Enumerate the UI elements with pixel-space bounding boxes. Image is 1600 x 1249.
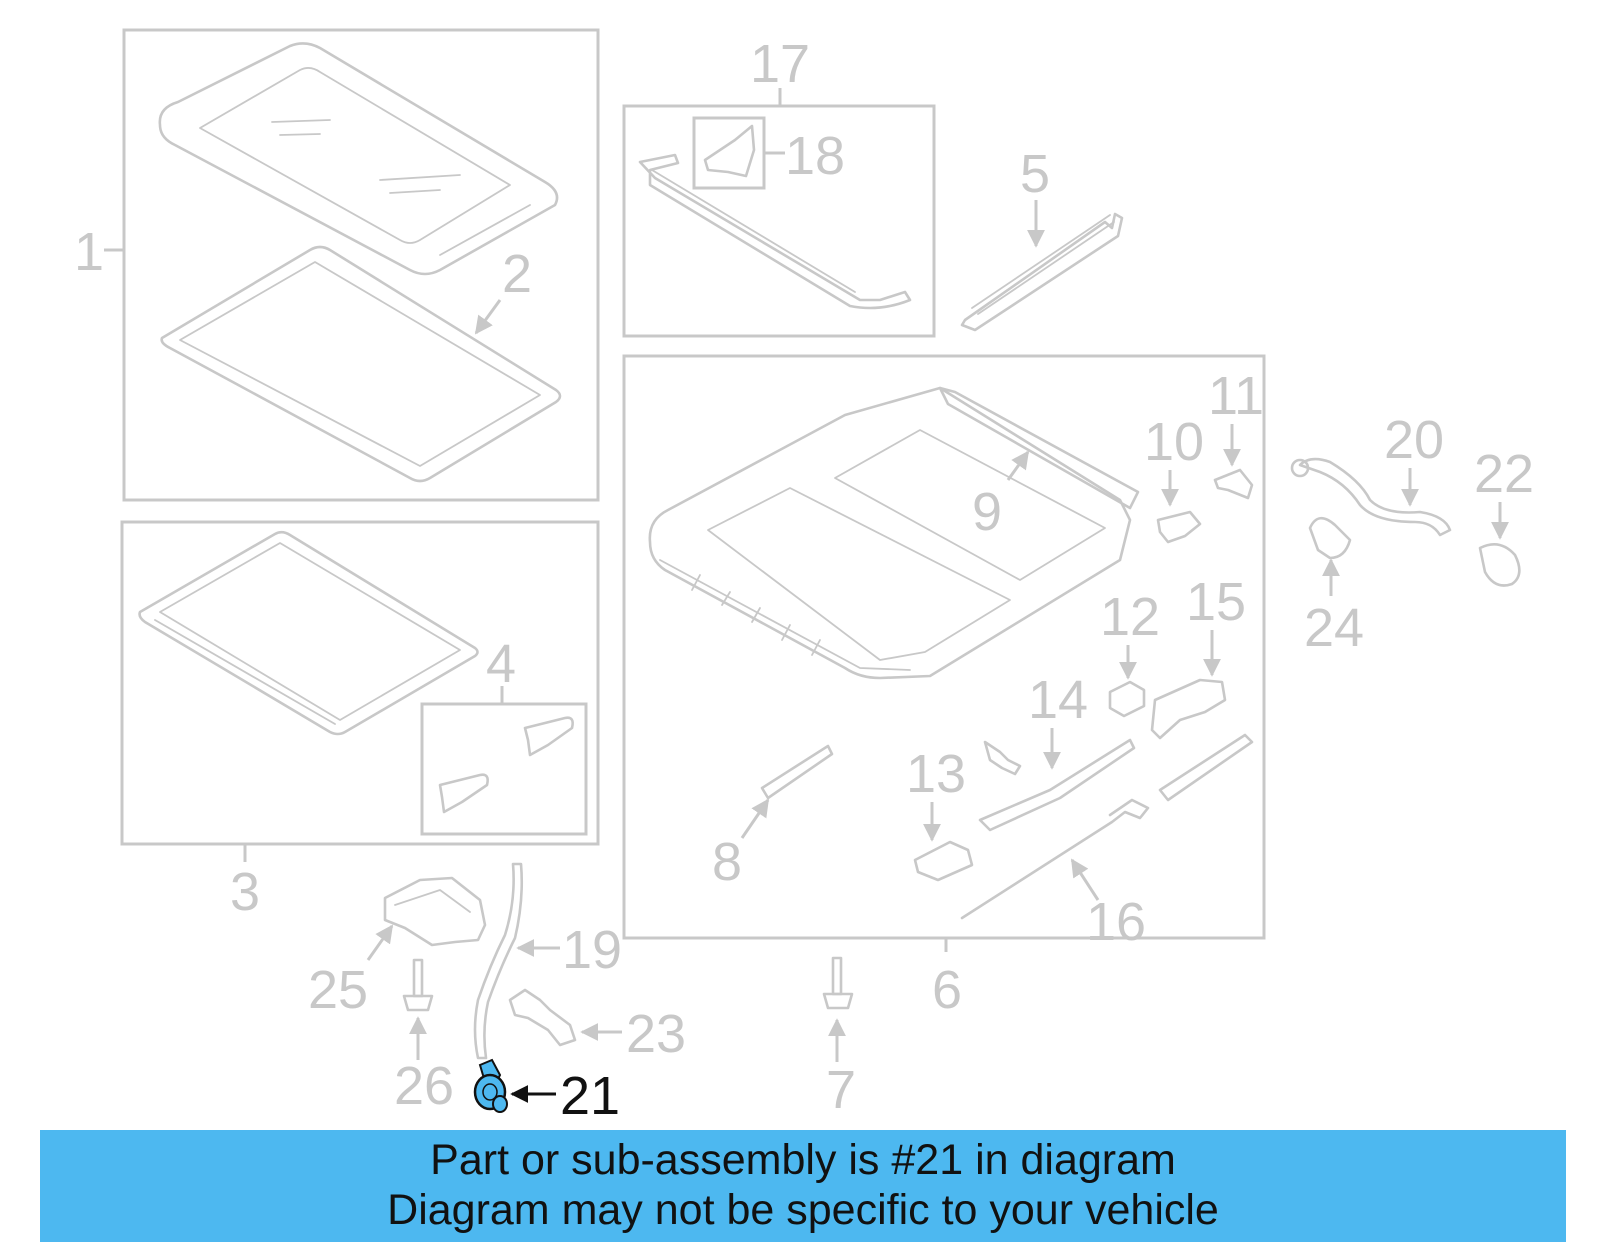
callout-24[interactable]: 24 <box>1304 598 1364 658</box>
callout-4[interactable]: 4 <box>486 634 516 694</box>
callout-22[interactable]: 22 <box>1474 444 1534 504</box>
highlighted-part-21[interactable] <box>473 1058 508 1113</box>
callout-19[interactable]: 19 <box>562 920 622 980</box>
glass-panel[interactable] <box>158 42 559 276</box>
callout-9[interactable]: 9 <box>972 482 1002 542</box>
callout-17[interactable]: 17 <box>750 34 810 94</box>
frame-bracket-15[interactable] <box>1150 678 1227 740</box>
bolt-7[interactable] <box>822 956 854 1010</box>
frame-block-12[interactable] <box>1108 680 1146 718</box>
drain-grommet-22[interactable] <box>1478 543 1521 587</box>
callout-25[interactable]: 25 <box>308 960 368 1020</box>
link-14[interactable] <box>978 738 1136 832</box>
callout-20[interactable]: 20 <box>1384 410 1444 470</box>
callout-26[interactable]: 26 <box>394 1056 454 1116</box>
callout-13[interactable]: 13 <box>906 744 966 804</box>
drain-tube-19[interactable] <box>473 862 524 1060</box>
group-box-3 <box>120 520 600 846</box>
callout-16[interactable]: 16 <box>1086 892 1146 952</box>
group-box-17 <box>622 104 936 338</box>
bolt-26[interactable] <box>402 958 434 1012</box>
callout-7[interactable]: 7 <box>826 1060 856 1120</box>
sunroof-frame[interactable] <box>648 386 1140 680</box>
callout-5[interactable]: 5 <box>1020 144 1050 204</box>
callout-14[interactable]: 14 <box>1028 670 1088 730</box>
hose-clip-24[interactable] <box>1308 516 1352 560</box>
banner-line-1: Part or sub-assembly is #21 in diagram <box>430 1136 1176 1184</box>
hose-bracket-23[interactable] <box>508 988 577 1047</box>
frame-clip-11[interactable] <box>1213 468 1254 500</box>
bolt-14[interactable] <box>983 740 1022 776</box>
info-banner: Part or sub-assembly is #21 in diagram D… <box>40 1130 1566 1242</box>
callout-11[interactable]: 11 <box>1208 366 1264 426</box>
deflector-clip[interactable] <box>703 124 756 178</box>
motor-25[interactable] <box>383 876 487 947</box>
callout-6[interactable]: 6 <box>932 960 962 1020</box>
callout-10[interactable]: 10 <box>1144 412 1204 472</box>
banner-line-2: Diagram may not be specific to your vehi… <box>387 1186 1219 1234</box>
callout-12[interactable]: 12 <box>1100 587 1160 647</box>
wind-deflector[interactable] <box>638 153 912 310</box>
callout-18[interactable]: 18 <box>785 126 845 186</box>
guide-rail-right[interactable] <box>1158 733 1254 802</box>
group-box-6 <box>622 354 1266 940</box>
callout-8[interactable]: 8 <box>712 832 742 892</box>
callout-1[interactable]: 1 <box>74 222 104 282</box>
shim-8[interactable] <box>760 744 834 800</box>
group-box-4 <box>420 702 588 836</box>
callout-23[interactable]: 23 <box>626 1004 686 1064</box>
sunshade-clips[interactable] <box>438 716 574 814</box>
callout-2[interactable]: 2 <box>502 244 532 304</box>
glass-seal[interactable] <box>160 245 562 483</box>
group-box-1 <box>122 28 600 502</box>
callout-15[interactable]: 15 <box>1186 572 1246 632</box>
callout-3[interactable]: 3 <box>230 862 260 922</box>
frame-bracket-10[interactable] <box>1156 510 1202 544</box>
drain-rail[interactable] <box>960 212 1124 332</box>
drain-hose-20[interactable] <box>1298 457 1452 537</box>
drive-cable-16[interactable] <box>960 798 1150 920</box>
slide-shoe-13[interactable] <box>913 840 974 882</box>
callout-21[interactable]: 21 <box>560 1066 620 1126</box>
sunshade[interactable] <box>138 530 479 736</box>
